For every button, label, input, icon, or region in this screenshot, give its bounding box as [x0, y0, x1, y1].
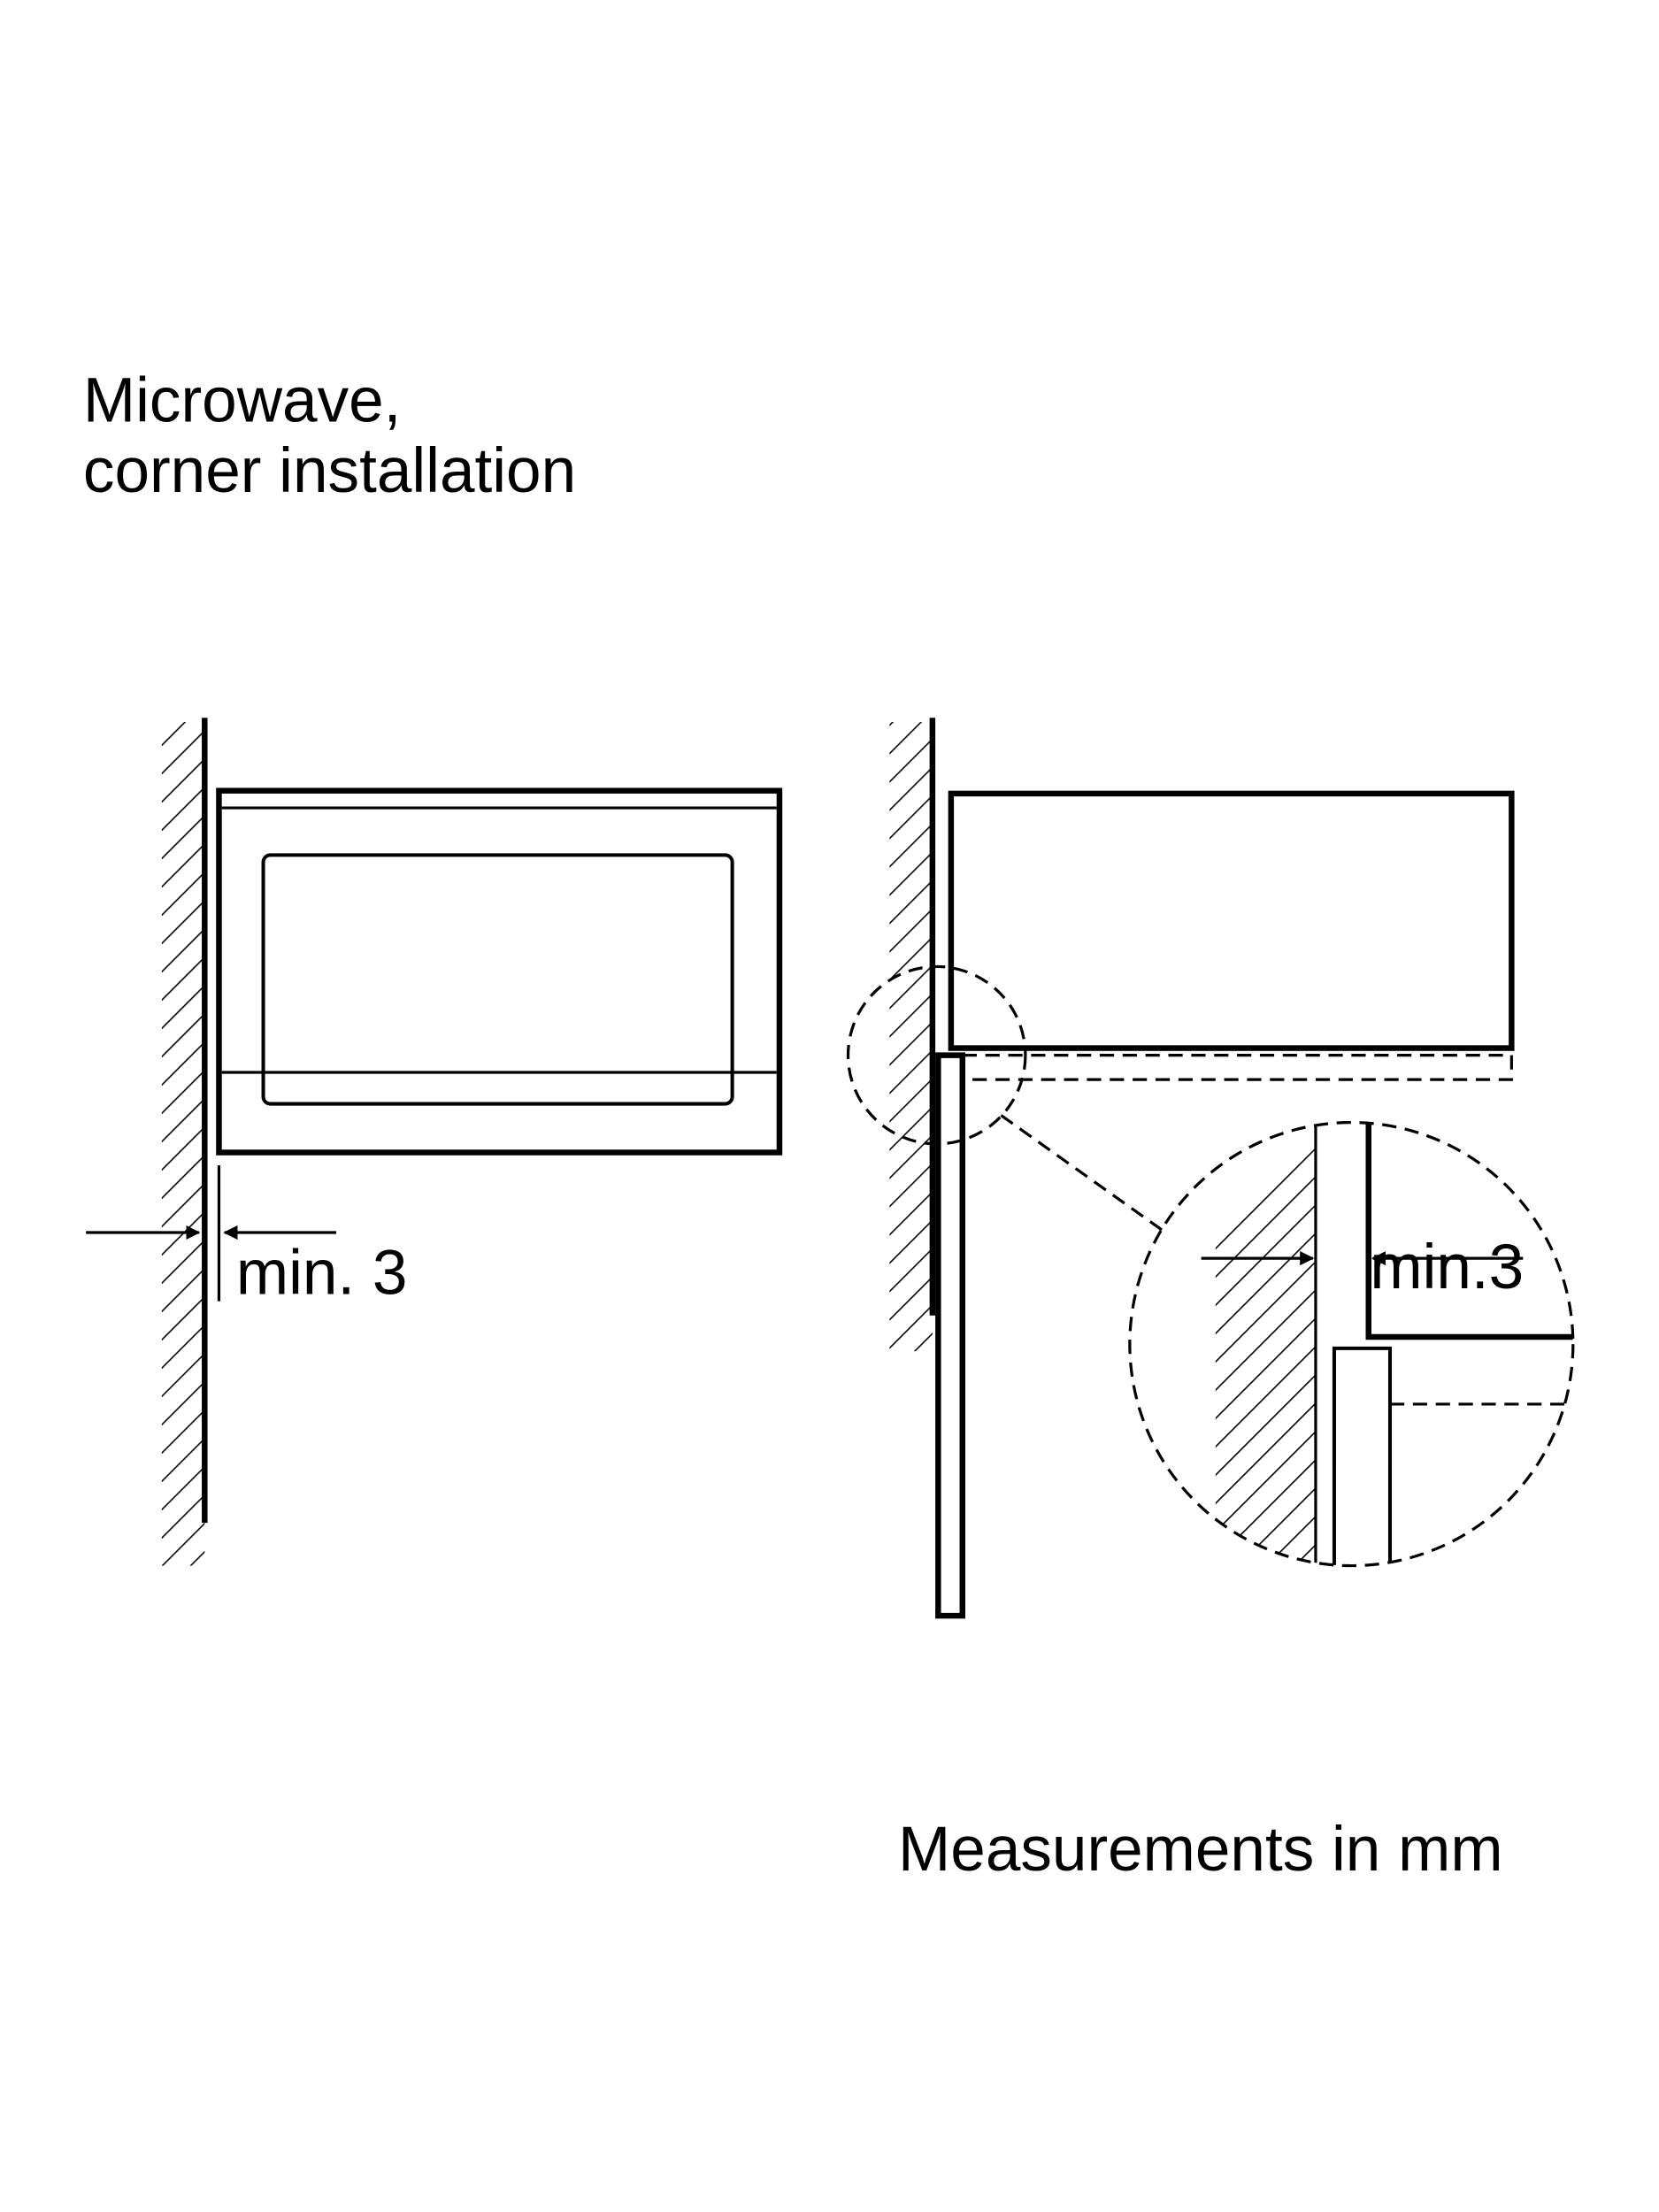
cabinet-door-panel [935, 1052, 966, 1619]
wall-hatching [889, 722, 933, 1352]
left-dimension-label: min. 3 [236, 1239, 408, 1309]
right-view: min.3 [846, 718, 1575, 1619]
left-view: min. 3 [86, 718, 783, 1566]
hidden-edge [961, 1054, 1513, 1081]
detail-dimension-label: min.3 [1370, 1233, 1524, 1302]
microwave-door-window [261, 853, 734, 1106]
wall-hatching [161, 722, 205, 1566]
units-note: Measurements in mm [898, 1815, 1502, 1885]
title-line-1: Microwave, [83, 366, 402, 436]
detail-leader-line [1000, 1114, 1167, 1234]
microwave-side [948, 790, 1515, 1051]
detail-circle [1128, 1120, 1575, 1568]
title-line-2: corner installation [83, 436, 576, 506]
microwave-front [216, 787, 783, 1156]
detail-view: min.3 [1128, 1120, 1575, 1568]
detail-marker-circle [846, 964, 1027, 1146]
